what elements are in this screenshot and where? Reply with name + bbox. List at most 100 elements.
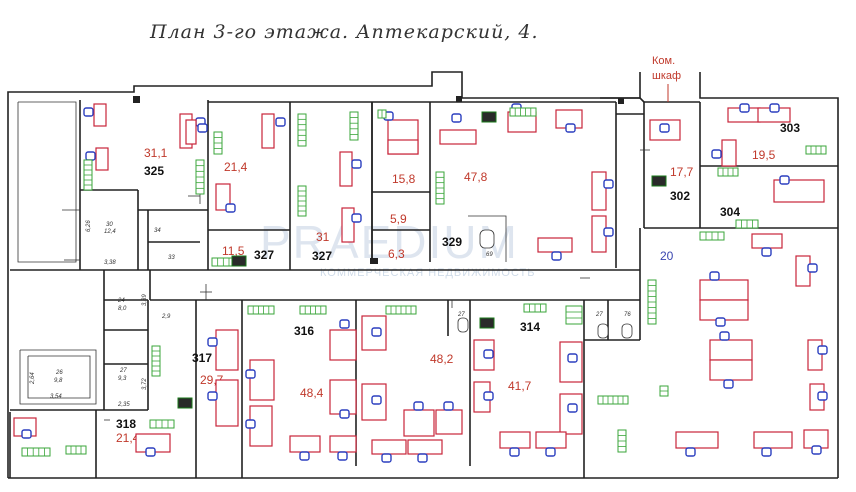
closet-label-line2: шкаф bbox=[652, 70, 681, 82]
toilet-icon bbox=[597, 323, 609, 339]
desk bbox=[215, 379, 239, 427]
toilet-icon bbox=[621, 323, 633, 339]
desk bbox=[249, 359, 275, 401]
toilet-icon bbox=[479, 229, 495, 249]
desk bbox=[403, 409, 435, 437]
chair-icon bbox=[779, 175, 790, 185]
chair-icon bbox=[509, 447, 520, 457]
chair-icon bbox=[351, 213, 362, 223]
room-303-area: 19,5 bbox=[752, 148, 776, 162]
chair-icon bbox=[761, 447, 772, 457]
desk bbox=[261, 113, 275, 149]
chair-icon bbox=[567, 353, 578, 363]
chair-icon bbox=[339, 319, 350, 329]
room-303-number: 303 bbox=[780, 121, 800, 135]
chair-icon bbox=[723, 379, 734, 389]
desk bbox=[751, 233, 783, 249]
desk bbox=[329, 435, 357, 453]
chair-icon bbox=[339, 409, 350, 419]
room-302-area: 17,7 bbox=[670, 165, 694, 179]
room-327a-number: 327 bbox=[254, 248, 274, 262]
column bbox=[618, 98, 624, 104]
desk bbox=[753, 431, 793, 449]
column bbox=[456, 96, 462, 102]
chair-icon bbox=[245, 369, 256, 379]
room-304-number: 304 bbox=[720, 205, 740, 219]
desk bbox=[435, 409, 463, 435]
chair-icon bbox=[739, 103, 750, 113]
room-317-number: 317 bbox=[192, 351, 212, 365]
chair-icon bbox=[351, 159, 362, 169]
desk bbox=[675, 431, 719, 449]
chair-icon bbox=[245, 419, 256, 429]
room-329-number: 329 bbox=[442, 235, 462, 249]
dim-label: 2,64 bbox=[30, 372, 36, 385]
chair-icon bbox=[603, 179, 614, 189]
desk bbox=[387, 139, 419, 155]
chair-icon bbox=[225, 203, 236, 213]
radiator-icon bbox=[299, 305, 327, 315]
equipment-icon bbox=[651, 175, 667, 187]
room-15-area: 15,8 bbox=[392, 172, 416, 186]
room-59-area: 5,9 bbox=[390, 212, 407, 226]
desk bbox=[499, 431, 531, 449]
desk bbox=[807, 339, 823, 371]
dim-label: 27 bbox=[457, 312, 465, 318]
room-327b-area: 21,4 bbox=[224, 160, 248, 174]
chair-icon bbox=[711, 149, 722, 159]
furniture bbox=[13, 103, 829, 463]
watermark: PRAEDIUM КОММЕРЧЕСКАЯ НЕДВИЖИМОСТЬ bbox=[260, 216, 535, 279]
chair-icon bbox=[715, 317, 726, 327]
chair-icon bbox=[817, 345, 828, 355]
shaft-bottom-left bbox=[19, 349, 97, 405]
radiator-icon bbox=[509, 107, 537, 117]
chair-icon bbox=[483, 349, 494, 359]
dim-label: 8,0 bbox=[118, 306, 127, 312]
room-325-number: 325 bbox=[144, 164, 164, 178]
room-327c-area: 31 bbox=[316, 230, 330, 244]
room-302-number: 302 bbox=[670, 189, 690, 203]
dim-label: 76 bbox=[624, 312, 631, 318]
dim-label: 24 bbox=[117, 298, 125, 304]
chair-icon bbox=[719, 331, 730, 341]
desk bbox=[559, 393, 583, 435]
chair-icon bbox=[807, 263, 818, 273]
room-314-number: 314 bbox=[520, 320, 540, 334]
dim-label: 69 bbox=[486, 252, 493, 258]
plan-title: План 3-го этажа. Аптекарский, 4. bbox=[149, 21, 539, 43]
chair-icon bbox=[811, 445, 822, 455]
outer-wall-right bbox=[699, 72, 839, 478]
room-327b-number: 327 bbox=[312, 249, 332, 263]
chair-icon bbox=[83, 107, 94, 117]
chair-icon bbox=[567, 403, 578, 413]
desk bbox=[709, 359, 753, 381]
room-327a-area: 11,5 bbox=[222, 244, 245, 258]
chair-icon bbox=[659, 123, 670, 133]
chair-icon bbox=[207, 337, 218, 347]
chair-icon bbox=[371, 327, 382, 337]
chair-icon bbox=[85, 151, 96, 161]
equipment-icon bbox=[481, 111, 497, 123]
desk bbox=[407, 439, 443, 455]
dim-label: 3,54 bbox=[50, 394, 62, 400]
dim-label: 6,26 bbox=[86, 220, 92, 232]
chair-icon bbox=[275, 117, 286, 127]
watermark-main: PRAEDIUM bbox=[260, 216, 519, 268]
desk bbox=[289, 435, 321, 453]
room-482-area: 48,2 bbox=[430, 352, 454, 366]
desk bbox=[371, 439, 407, 455]
column bbox=[133, 96, 140, 103]
desk bbox=[699, 279, 749, 301]
watermark-sub: КОММЕРЧЕСКАЯ НЕДВИЖИМОСТЬ bbox=[320, 267, 535, 279]
dimension-marks bbox=[62, 149, 650, 421]
dim-label: 27 bbox=[119, 368, 127, 374]
chair-icon bbox=[145, 447, 156, 457]
chair-icon bbox=[337, 451, 348, 461]
chair-icon bbox=[483, 391, 494, 401]
shaft-top-left bbox=[17, 101, 77, 263]
desk bbox=[329, 379, 357, 415]
chair-icon bbox=[545, 447, 556, 457]
walls bbox=[7, 71, 839, 479]
chair-icon bbox=[443, 401, 454, 411]
dim-label: 3,38 bbox=[104, 260, 116, 266]
